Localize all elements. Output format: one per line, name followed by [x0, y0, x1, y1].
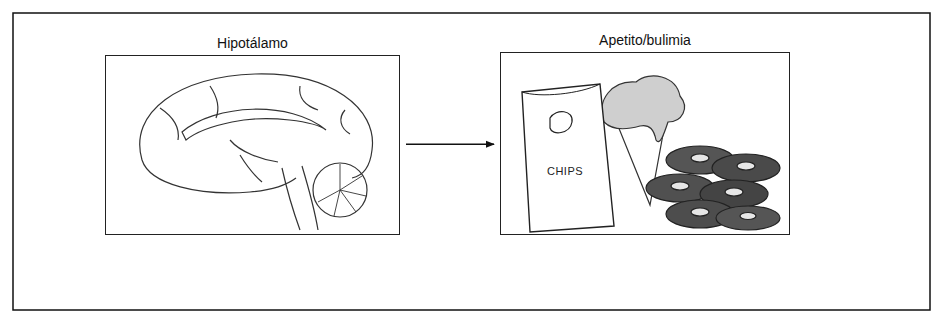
donut-hole — [671, 182, 689, 190]
corpus-callosum — [182, 109, 326, 140]
food-drawing — [522, 76, 780, 232]
donut-hole — [725, 188, 743, 196]
label-holder: CHIPS — [533, 161, 597, 179]
sulcus — [300, 86, 318, 110]
cerebellum-folds — [318, 164, 366, 216]
donut-stack — [646, 146, 780, 230]
chips-bag — [522, 84, 614, 232]
sulcus — [341, 110, 350, 134]
brain-drawing — [140, 74, 373, 230]
box-heading: Apetito/bulimia — [501, 31, 789, 49]
package-label: CHIPS — [547, 165, 583, 177]
outer-frame — [13, 13, 930, 310]
hypothalamus-line — [240, 155, 262, 182]
donut-hole — [691, 154, 709, 162]
donut-hole — [691, 208, 709, 216]
brain-outline — [140, 74, 373, 178]
donut-hole — [737, 162, 755, 170]
brain-base — [142, 160, 296, 193]
donut — [716, 206, 780, 230]
chip-icon — [550, 112, 572, 133]
ice-cream-scoop — [602, 76, 685, 142]
sulcus — [210, 86, 218, 118]
thalamus-line — [230, 140, 278, 162]
bag-seal — [522, 84, 600, 95]
brainstem — [282, 166, 318, 230]
cerebellum — [313, 163, 367, 217]
sulcus — [160, 108, 178, 140]
box-heading: Hipotálamo — [106, 34, 399, 52]
illustration-box: Hipotálamo — [105, 55, 400, 235]
donut-hole — [740, 213, 756, 220]
donut — [712, 154, 780, 182]
arrow-connector — [406, 144, 494, 145]
illustration-box: Apetito/bulimia — [500, 52, 790, 235]
